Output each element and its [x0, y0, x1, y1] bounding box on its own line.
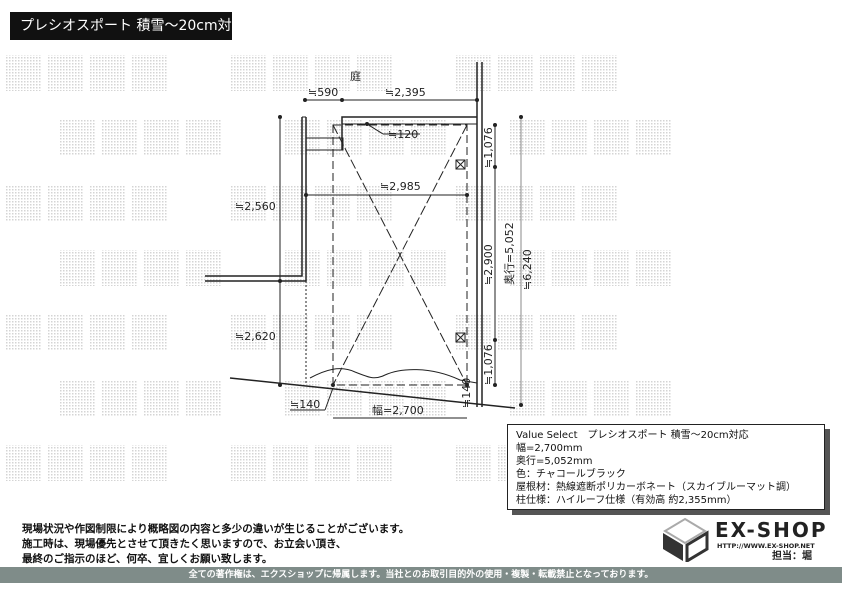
dim-width: 幅=2,700 — [372, 404, 424, 417]
dim-bottom-right: ≒140 — [460, 378, 473, 408]
ex-shop-logo: EX-SHOP HTTP://WWW.EX-SHOP.NET 担当：堀 — [660, 517, 828, 565]
copyright-footer: 全ての著作権は、エクスショップに帰属します。当社とのお取引目的外の使用・複製・転… — [0, 567, 842, 583]
dim-depth: 奥行=5,052 — [502, 222, 516, 285]
page-title: プレシオスポート 積雪～20cm対応 — [10, 12, 246, 40]
dim-right-bottom: ≒1,076 — [482, 344, 495, 385]
spec-line: 屋根材：熱線遮断ポリカーボネート（スカイブルーマット調） — [516, 482, 796, 493]
dim-total: ≒6,240 — [521, 249, 534, 290]
logo-name: EX-SHOP — [715, 518, 828, 542]
dim-left-lower: ≒2,620 — [235, 330, 276, 343]
dim-left-upper: ≒2,560 — [235, 200, 276, 213]
dim-inner-width: ≒2,985 — [380, 180, 421, 193]
staff-label: 担当：堀 — [772, 551, 812, 562]
spec-line: 色：チャコールブラック — [516, 469, 626, 480]
dim-top-left: ≒590 — [308, 86, 338, 99]
dim-eave: ≒120 — [388, 128, 418, 141]
notes: 現場状況や作図制限により概略図の内容と多少の違いが生じることがございます。 施工… — [22, 522, 410, 567]
dim-right-top: ≒1,076 — [482, 127, 495, 168]
yard-label: 庭 — [350, 69, 361, 83]
dim-top-right: ≒2,395 — [385, 86, 426, 99]
logo-url: HTTP://WWW.EX-SHOP.NET — [717, 542, 815, 550]
note-line: 最終のご指示のほど、何卒、宜しくお願い致します。 — [22, 553, 273, 565]
spec-line: 幅=2,700mm — [516, 443, 583, 454]
spec-line: 奥行=5,052mm — [516, 456, 593, 467]
spec-box: Value Select プレシオスポート 積雪～20cm対応 幅=2,700m… — [507, 424, 825, 510]
cube-logo-icon — [663, 517, 709, 562]
note-line: 施工時は、現場優先とさせて頂きたく思いますので、お立会い頂き、 — [22, 538, 347, 550]
spec-line: 柱仕様：ハイルーフ仕様（有効高 約2,355mm） — [516, 495, 737, 506]
dim-right-mid: ≒2,900 — [482, 244, 495, 285]
dim-bottom-left: ≒140 — [290, 398, 320, 411]
note-line: 現場状況や作図制限により概略図の内容と多少の違いが生じることがございます。 — [22, 523, 410, 535]
spec-line: Value Select プレシオスポート 積雪～20cm対応 — [516, 430, 749, 441]
